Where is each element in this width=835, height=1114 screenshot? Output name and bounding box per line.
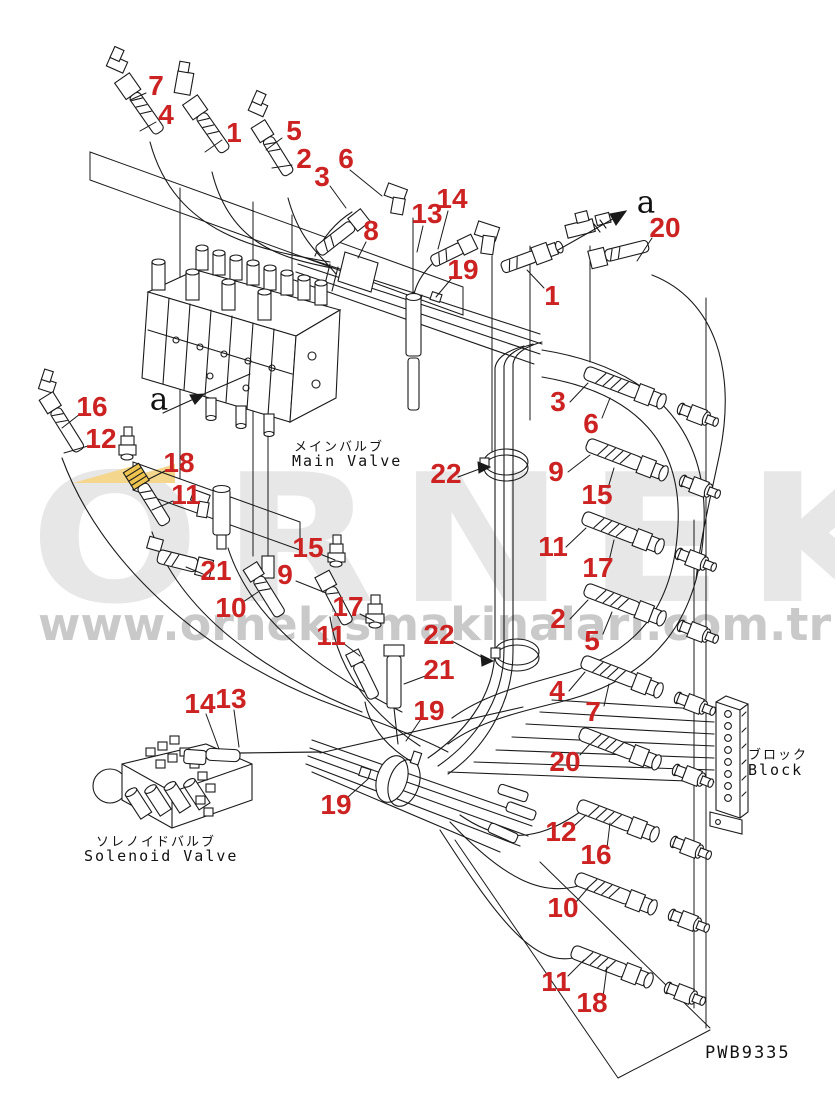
callout-3: 3 bbox=[314, 161, 330, 192]
callout-8: 8 bbox=[363, 215, 379, 246]
callout-14: 14 bbox=[436, 183, 468, 214]
callout-22: 22 bbox=[423, 619, 455, 650]
callout-12: 12 bbox=[545, 816, 577, 847]
callout-6: 6 bbox=[338, 143, 354, 174]
callout-11: 11 bbox=[541, 966, 571, 997]
callout-3: 3 bbox=[550, 386, 566, 417]
solenoid-valve-label-en: Solenoid Valve bbox=[84, 847, 239, 865]
callout-2: 2 bbox=[550, 603, 566, 634]
view-arrow-a-top bbox=[557, 210, 628, 251]
callout-21: 21 bbox=[200, 555, 232, 586]
callout-12: 12 bbox=[85, 423, 117, 454]
view-arrow-a-valve bbox=[162, 373, 251, 414]
main-valve-drawing bbox=[141, 244, 342, 579]
callout-17: 17 bbox=[332, 591, 364, 622]
callout-9: 9 bbox=[548, 456, 564, 487]
callout-20: 20 bbox=[649, 212, 681, 243]
bottom-pipe-bundle bbox=[305, 739, 537, 853]
callout-15: 15 bbox=[292, 532, 324, 563]
callout-16: 16 bbox=[580, 839, 612, 870]
block-label-jp: ブロック bbox=[748, 748, 809, 763]
callout-11: 11 bbox=[538, 531, 568, 562]
callout-20: 20 bbox=[549, 746, 581, 777]
callout-14: 14 bbox=[184, 688, 216, 719]
callout-6: 6 bbox=[583, 408, 599, 439]
callout-7: 7 bbox=[148, 70, 164, 101]
view-label-a: a bbox=[149, 381, 169, 418]
callout-10: 10 bbox=[547, 892, 579, 923]
left-fittings bbox=[37, 368, 405, 745]
top-pipe-bundle bbox=[293, 251, 543, 411]
top-fittings bbox=[105, 45, 650, 274]
callout-19: 19 bbox=[447, 254, 479, 285]
callout-9: 9 bbox=[277, 559, 293, 590]
callout-11: 11 bbox=[171, 479, 201, 510]
callout-19: 19 bbox=[413, 695, 445, 726]
callout-10: 10 bbox=[215, 592, 247, 623]
callout-19: 19 bbox=[320, 789, 352, 820]
callout-4: 4 bbox=[549, 675, 565, 706]
callout-4: 4 bbox=[158, 99, 174, 130]
callout-15: 15 bbox=[581, 479, 613, 510]
block-drawing bbox=[709, 695, 749, 835]
view-label-a: a bbox=[636, 184, 656, 221]
callout-17: 17 bbox=[582, 552, 614, 583]
callout-16: 16 bbox=[76, 391, 108, 422]
main-valve-label-en: Main Valve bbox=[292, 452, 403, 470]
callout-22: 22 bbox=[430, 458, 462, 489]
main-valve-label-jp: メインバルブ bbox=[294, 440, 385, 455]
callout-21: 21 bbox=[423, 654, 455, 685]
callout-2: 2 bbox=[296, 143, 312, 174]
callout-leaders bbox=[61, 92, 653, 998]
drawing-number: PWB9335 bbox=[705, 1043, 791, 1063]
solenoid-valve-drawing bbox=[92, 735, 321, 829]
callout-18: 18 bbox=[576, 987, 608, 1018]
callout-11: 11 bbox=[316, 620, 346, 651]
pipe-clamps bbox=[479, 448, 540, 672]
callout-5: 5 bbox=[584, 625, 600, 656]
callout-13: 13 bbox=[215, 683, 247, 714]
callout-18: 18 bbox=[163, 447, 195, 478]
block-label-en: Block bbox=[748, 761, 804, 779]
callout-1: 1 bbox=[544, 280, 560, 311]
solenoid-valve-label-jp: ソレノイドバルブ bbox=[96, 835, 217, 850]
callout-5: 5 bbox=[286, 115, 302, 146]
callout-7: 7 bbox=[585, 696, 601, 727]
callout-13: 13 bbox=[411, 198, 443, 229]
callout-1: 1 bbox=[226, 117, 242, 148]
